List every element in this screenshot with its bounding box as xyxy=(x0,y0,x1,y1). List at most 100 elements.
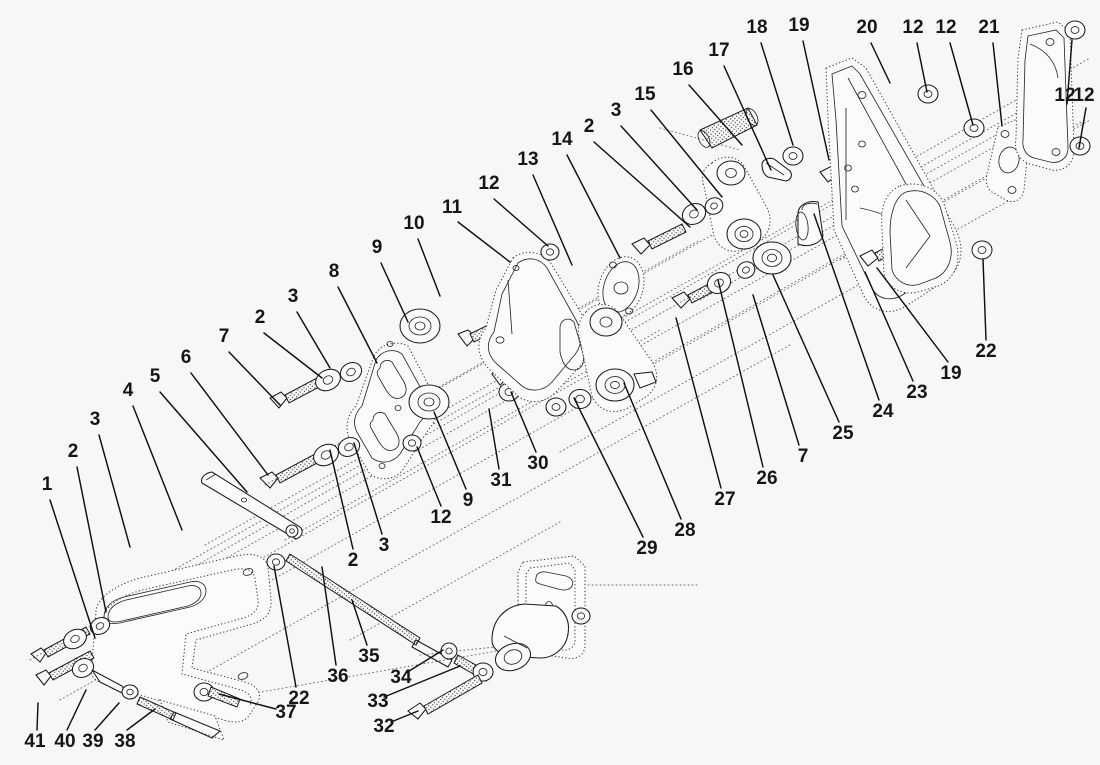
callout-number-23: 23 xyxy=(906,382,928,403)
callout-number-3: 3 xyxy=(610,100,622,121)
leader-line-11 xyxy=(457,221,511,263)
leader-line-30 xyxy=(510,391,537,453)
leader-line-3 xyxy=(296,311,331,369)
leader-line-22 xyxy=(982,258,987,341)
leader-line-2 xyxy=(263,332,323,379)
callout-number-9: 9 xyxy=(371,237,383,258)
left-fastener-group xyxy=(30,616,241,739)
leader-line-9 xyxy=(380,262,409,323)
callout-number-3: 3 xyxy=(89,409,101,430)
leader-line-7 xyxy=(752,294,800,446)
callout-number-19: 19 xyxy=(788,15,810,36)
leader-line-31 xyxy=(488,408,500,470)
leader-line-20 xyxy=(870,42,891,84)
central-bracket xyxy=(478,243,591,402)
callout-number-5: 5 xyxy=(149,366,161,387)
callout-number-37: 37 xyxy=(275,702,297,723)
leader-line-12 xyxy=(416,446,442,507)
leader-line-40 xyxy=(66,689,87,731)
control-rod-assembly xyxy=(285,553,494,720)
link-arm-13 xyxy=(545,304,658,417)
leader-line-8 xyxy=(337,286,378,364)
leader-line-23 xyxy=(864,271,914,382)
leader-line-10 xyxy=(417,238,441,297)
callout-number-22: 22 xyxy=(288,688,310,709)
callout-number-2: 2 xyxy=(347,550,359,571)
callout-number-12: 12 xyxy=(430,507,452,528)
leader-line-16 xyxy=(688,84,743,146)
right-fastener-group xyxy=(671,201,824,309)
callout-number-38: 38 xyxy=(114,731,136,752)
leader-line-9 xyxy=(433,411,467,490)
leader-line-26 xyxy=(717,279,764,468)
callout-number-41: 41 xyxy=(24,731,46,752)
leader-line-36 xyxy=(321,566,337,666)
callout-number-1: 1 xyxy=(41,474,53,495)
leader-line-12 xyxy=(493,198,549,247)
callout-number-25: 25 xyxy=(832,423,854,444)
pivot-rod-and-nut xyxy=(201,471,303,571)
leader-line-5 xyxy=(159,391,248,493)
leader-line-27 xyxy=(675,317,722,489)
leader-line-33 xyxy=(383,665,461,698)
callout-number-26: 26 xyxy=(756,468,778,489)
leader-line-28 xyxy=(623,382,682,520)
callout-number-24: 24 xyxy=(872,401,894,422)
leader-line-35 xyxy=(351,599,368,646)
callout-number-19: 19 xyxy=(940,363,962,384)
callout-number-12: 12 xyxy=(935,17,957,38)
leader-line-41 xyxy=(36,702,39,731)
callout-number-18: 18 xyxy=(746,17,768,38)
leader-line-21 xyxy=(992,42,1003,127)
leader-line-12 xyxy=(1078,107,1087,149)
leader-line-19 xyxy=(802,40,830,161)
callout-number-4: 4 xyxy=(122,380,134,401)
leader-line-38 xyxy=(126,708,156,731)
leader-line-3 xyxy=(620,125,698,211)
callout-number-2: 2 xyxy=(254,307,266,328)
callout-number-2: 2 xyxy=(67,441,79,462)
leader-line-2 xyxy=(329,449,354,550)
callout-number-39: 39 xyxy=(82,731,104,752)
leader-line-29 xyxy=(573,397,644,538)
callout-number-40: 40 xyxy=(54,731,76,752)
leader-line-17 xyxy=(723,65,772,171)
leader-line-1 xyxy=(49,499,96,639)
left-mounting-bracket xyxy=(90,554,272,741)
lower-right-bracket xyxy=(491,555,591,672)
callout-number-34: 34 xyxy=(390,667,412,688)
callout-number-3: 3 xyxy=(287,286,299,307)
callout-number-33: 33 xyxy=(367,691,389,712)
callout-number-36: 36 xyxy=(327,666,349,687)
leader-line-12 xyxy=(949,42,974,126)
callout-number-6: 6 xyxy=(180,347,192,368)
leader-line-15 xyxy=(650,109,723,198)
callout-number-30: 30 xyxy=(527,453,549,474)
callout-number-12: 12 xyxy=(478,173,500,194)
callout-number-11: 11 xyxy=(441,197,463,218)
callout-leader-lines xyxy=(36,39,1087,731)
callout-number-27: 27 xyxy=(714,489,736,510)
callout-number-10: 10 xyxy=(403,213,425,234)
leader-line-3 xyxy=(353,442,383,535)
mid-right-arm xyxy=(881,183,959,294)
leader-line-2 xyxy=(593,141,691,228)
callout-number-7: 7 xyxy=(218,326,230,347)
callout-number-28: 28 xyxy=(674,520,696,541)
callout-number-13: 13 xyxy=(517,149,539,170)
callout-number-31: 31 xyxy=(490,470,512,491)
leader-line-13 xyxy=(532,174,573,266)
callout-number-32: 32 xyxy=(373,716,395,737)
far-right-bracket xyxy=(1015,20,1091,171)
leader-line-12 xyxy=(1066,39,1073,105)
leader-line-22 xyxy=(273,565,297,688)
leader-line-6 xyxy=(190,372,269,476)
callout-number-12: 12 xyxy=(902,17,924,38)
leader-line-2 xyxy=(76,466,107,613)
callout-number-12: 12 xyxy=(1054,85,1076,106)
callout-number-15: 15 xyxy=(634,84,656,105)
leader-line-7 xyxy=(228,351,281,406)
leader-line-37 xyxy=(218,693,277,710)
